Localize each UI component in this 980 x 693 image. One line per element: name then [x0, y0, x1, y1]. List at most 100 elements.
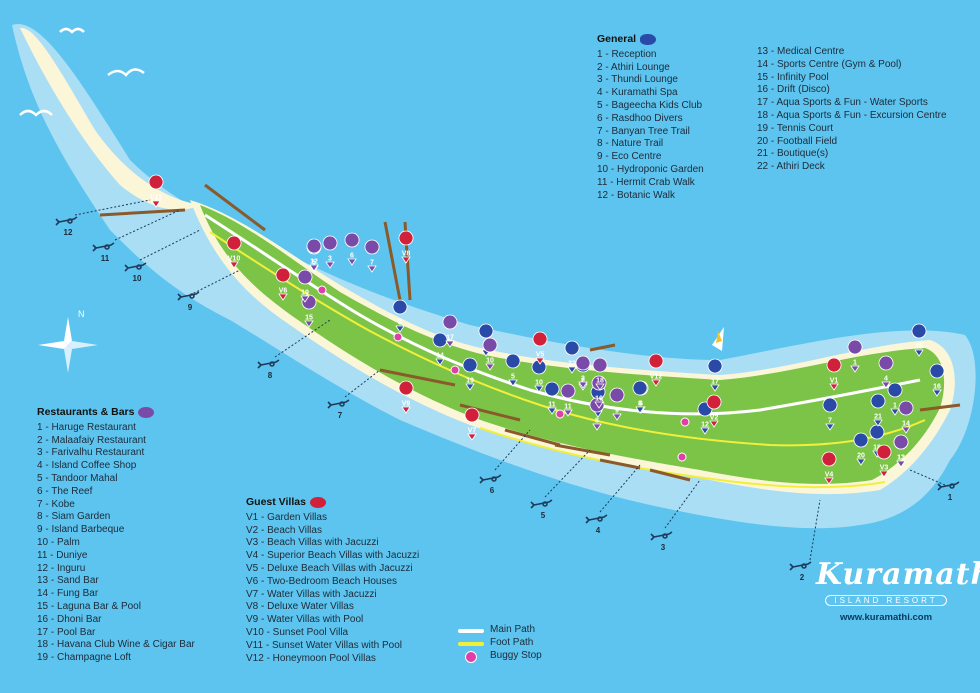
- general-marker[interactable]: 20: [853, 432, 869, 466]
- general-marker[interactable]: 19: [462, 357, 478, 391]
- villas-legend-title: Guest Villas: [246, 496, 306, 508]
- restaurant-marker[interactable]: 14: [898, 400, 914, 434]
- general-marker[interactable]: 7: [822, 397, 838, 431]
- legend-item: 4 - Island Coffee Shop: [37, 460, 137, 472]
- general-marker[interactable]: 17: [707, 358, 723, 392]
- buggy-stop-icon[interactable]: [393, 332, 403, 342]
- general-marker[interactable]: 21: [870, 393, 886, 427]
- restaurant-marker[interactable]: 3: [322, 235, 338, 269]
- restaurant-marker-label: 9: [615, 408, 619, 415]
- foot-path: [209, 231, 926, 447]
- restaurant-marker[interactable]: 18: [592, 357, 608, 391]
- restaurant-marker[interactable]: 2: [575, 355, 591, 389]
- restaurant-marker[interactable]: 17: [442, 314, 458, 348]
- restaurant-marker[interactable]: 7: [364, 239, 380, 273]
- villa-marker[interactable]: V1: [826, 357, 842, 391]
- diver-icon: [530, 499, 553, 509]
- island-vegetation: [200, 205, 945, 484]
- dive-site-label: 11: [101, 254, 110, 263]
- villas-legend: Guest Villas V1 - Garden Villas V2 - Bea…: [246, 496, 419, 665]
- general-marker[interactable]: 12: [697, 401, 713, 435]
- villa-marker[interactable]: V8: [398, 230, 414, 264]
- dive-lines: [74, 199, 946, 561]
- dive-site[interactable]: 1: [937, 481, 960, 502]
- dive-site[interactable]: 2: [789, 561, 812, 582]
- diver-icon: [177, 291, 200, 301]
- villa-marker[interactable]: V11: [148, 174, 164, 208]
- villa-marker[interactable]: V10: [226, 235, 242, 269]
- dive-site[interactable]: 12: [55, 216, 78, 237]
- legend-item: 10 - Hydroponic Garden: [597, 163, 704, 175]
- dive-site[interactable]: 11: [92, 242, 115, 263]
- dive-site[interactable]: 4: [585, 514, 608, 535]
- restaurants-list: 1 - Haruge Restaurant 2 - Malaafaiy Rest…: [37, 422, 195, 665]
- dive-site[interactable]: 3: [650, 531, 673, 552]
- legend-item: 1 - Haruge Restaurant: [37, 421, 136, 433]
- general-markers: 12345678910111213141516171819202122: [392, 299, 945, 468]
- restaurant-marker[interactable]: 4: [878, 355, 894, 389]
- legend-item: 21 - Boutique(s): [757, 148, 829, 160]
- restaurant-marker[interactable]: 10: [482, 337, 498, 371]
- villa-marker[interactable]: V5: [532, 331, 548, 365]
- buggy-stop-icon: [465, 650, 477, 663]
- buggy-stop-icon[interactable]: [680, 417, 690, 427]
- restaurant-marker-label: 8: [595, 418, 599, 425]
- restaurant-marker[interactable]: 6: [344, 232, 360, 266]
- villa-marker[interactable]: V4: [821, 451, 837, 485]
- buggy-stop-icon[interactable]: [317, 285, 327, 295]
- villa-marker[interactable]: V9: [398, 380, 414, 414]
- villa-marker[interactable]: V7: [464, 407, 480, 441]
- legend-item: 6 - The Reef: [37, 485, 93, 497]
- legend-item: 18 - Havana Club Wine & Cigar Bar: [37, 639, 195, 651]
- general-marker[interactable]: 1: [887, 382, 903, 416]
- dive-site[interactable]: 6: [479, 474, 502, 495]
- dive-site[interactable]: 10: [124, 262, 147, 283]
- dive-site-label: 10: [133, 274, 142, 283]
- restaurant-marker-label: 14: [902, 421, 910, 428]
- restaurant-marker[interactable]: 1: [847, 339, 863, 373]
- restaurant-marker[interactable]: 15: [301, 294, 317, 328]
- dive-site-label: 5: [541, 511, 546, 520]
- legend-item: 11 - Duniye: [37, 549, 88, 561]
- general-marker[interactable]: 22: [564, 340, 580, 374]
- villa-marker[interactable]: V12: [648, 353, 664, 387]
- foot-path-swatch: [458, 641, 484, 646]
- website-link[interactable]: www.kuramathi.com: [839, 612, 933, 623]
- restaurant-marker[interactable]: 9: [609, 387, 625, 421]
- restaurant-marker[interactable]: 11: [560, 383, 576, 417]
- restaurant-marker-label: 16: [595, 396, 603, 403]
- legend-item: 16 - Drift (Disco): [757, 84, 830, 96]
- dive-site[interactable]: 7: [327, 399, 350, 420]
- buggy-stop-icon[interactable]: [677, 452, 687, 462]
- restaurant-marker[interactable]: 19: [297, 269, 313, 303]
- legend-item: 12 - Botanic Walk: [597, 189, 675, 201]
- buggy-stop-legend-row: Buggy Stop: [458, 650, 542, 663]
- general-marker[interactable]: 5: [505, 353, 521, 387]
- general-marker[interactable]: 15: [911, 323, 927, 357]
- general-marker-label: 12: [701, 422, 709, 429]
- restaurant-marker-label: 19: [301, 290, 309, 297]
- diver-icon: [92, 242, 115, 252]
- villa-marker-label: V5: [536, 352, 545, 359]
- villa-marker[interactable]: V3: [876, 444, 892, 478]
- restaurant-marker[interactable]: 12: [306, 238, 322, 272]
- buggy-stop-icon[interactable]: [555, 409, 565, 419]
- villa-marker[interactable]: V6: [275, 267, 291, 301]
- dive-site[interactable]: 8: [257, 359, 280, 380]
- restaurant-marker[interactable]: 13: [893, 434, 909, 468]
- general-marker[interactable]: 11: [544, 381, 560, 415]
- buggy-stop-icon[interactable]: [450, 365, 460, 375]
- general-marker[interactable]: 16: [929, 363, 945, 397]
- dive-site[interactable]: 5: [530, 499, 553, 520]
- general-marker[interactable]: 8: [632, 380, 648, 414]
- general-marker[interactable]: 3: [392, 299, 408, 333]
- sandbar: [20, 27, 200, 210]
- general-marker-icon: [640, 33, 657, 45]
- legend-item: 20 - Football Field: [757, 135, 838, 147]
- dive-site[interactable]: 9: [177, 291, 200, 312]
- restaurant-marker-icon: [138, 406, 155, 418]
- villa-marker[interactable]: V2: [706, 394, 722, 428]
- diver-icon: [479, 474, 502, 484]
- general-marker[interactable]: 14: [432, 332, 448, 366]
